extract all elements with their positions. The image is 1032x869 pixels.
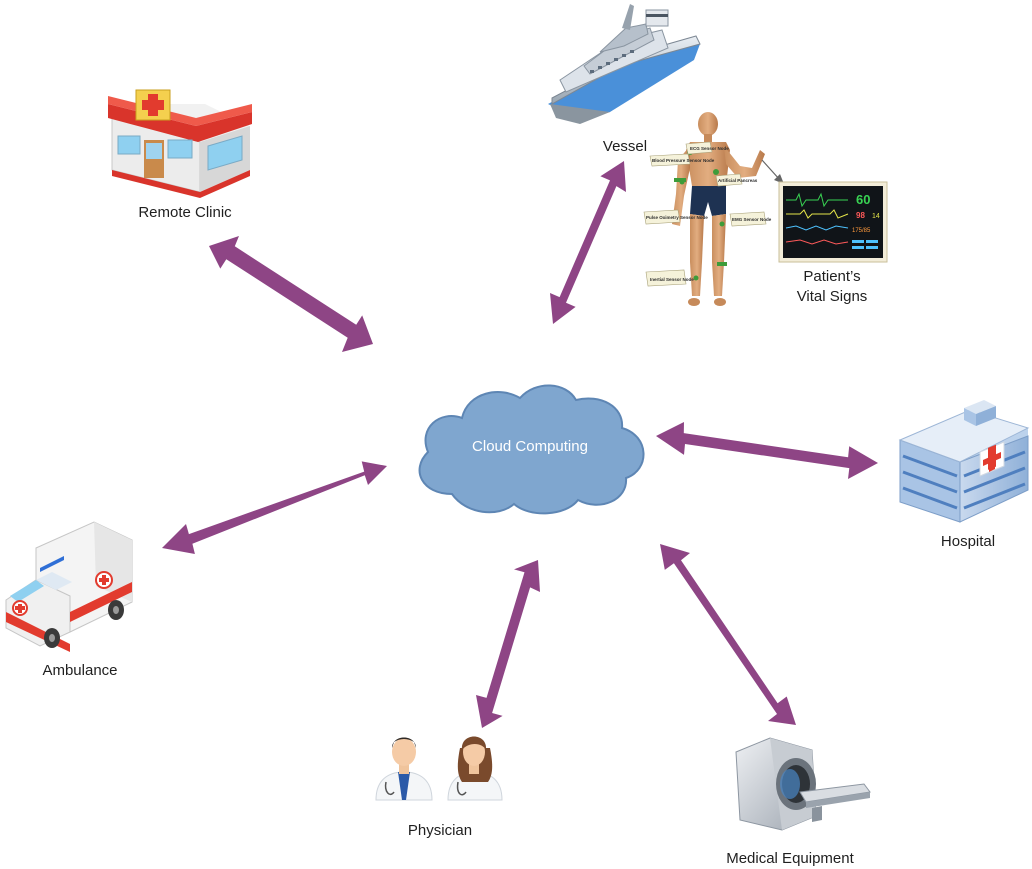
vital-signs-label-line2: Vital Signs xyxy=(796,288,868,305)
cloud-computing-label: Cloud Computing xyxy=(472,438,588,455)
clinic-icon xyxy=(108,89,252,198)
hospital-label: Hospital xyxy=(940,533,996,550)
monitor-rr: 14 xyxy=(872,213,880,220)
monitor-hr: 60 xyxy=(856,192,870,207)
ambulance-icon xyxy=(5,521,133,652)
tag-emg: EMG Sensor Node xyxy=(732,217,772,222)
doctor-male-icon xyxy=(375,737,433,801)
cloud-icon xyxy=(418,384,645,515)
ambulance-label: Ambulance xyxy=(42,662,118,679)
mri-scanner-icon xyxy=(735,737,871,831)
arrow-physician xyxy=(476,560,540,728)
tag-blood-pressure: Blood Pressure Sensor Node xyxy=(652,158,715,163)
doctor-female-icon xyxy=(447,736,503,801)
hospital-icon xyxy=(898,400,1030,523)
vessel-label: Vessel xyxy=(602,138,648,155)
arrow-medical-equipment xyxy=(660,544,796,725)
ship-icon xyxy=(548,4,701,124)
tag-pulse-oximetry: Pulse Oximetry Sensor Node xyxy=(646,215,708,220)
monitor-icon: 60 98 14 175/85 xyxy=(778,181,888,263)
arrow-remote-clinic xyxy=(209,236,373,352)
connection-arrows xyxy=(162,161,878,728)
arrow-hospital xyxy=(656,422,878,479)
remote-clinic-label: Remote Clinic xyxy=(138,204,232,221)
monitor-spo2: 98 xyxy=(856,211,865,220)
tag-ecg: ECG Sensor Node xyxy=(690,146,729,151)
human-sensor-icon: ECG Sensor Node Blood Pressure Sensor No… xyxy=(643,112,784,306)
vital-signs-label-line1: Patient’s xyxy=(803,268,861,285)
arrow-ambulance xyxy=(162,461,387,554)
medical-equipment-label: Medical Equipment xyxy=(726,850,854,867)
tag-inertial: Inertial Sensor Node xyxy=(650,277,694,282)
monitor-bp: 175/85 xyxy=(852,228,871,234)
arrow-vessel xyxy=(550,161,626,324)
physician-label: Physician xyxy=(407,822,473,839)
tag-artificial-pancreas: Artificial Pancreas xyxy=(718,178,758,183)
